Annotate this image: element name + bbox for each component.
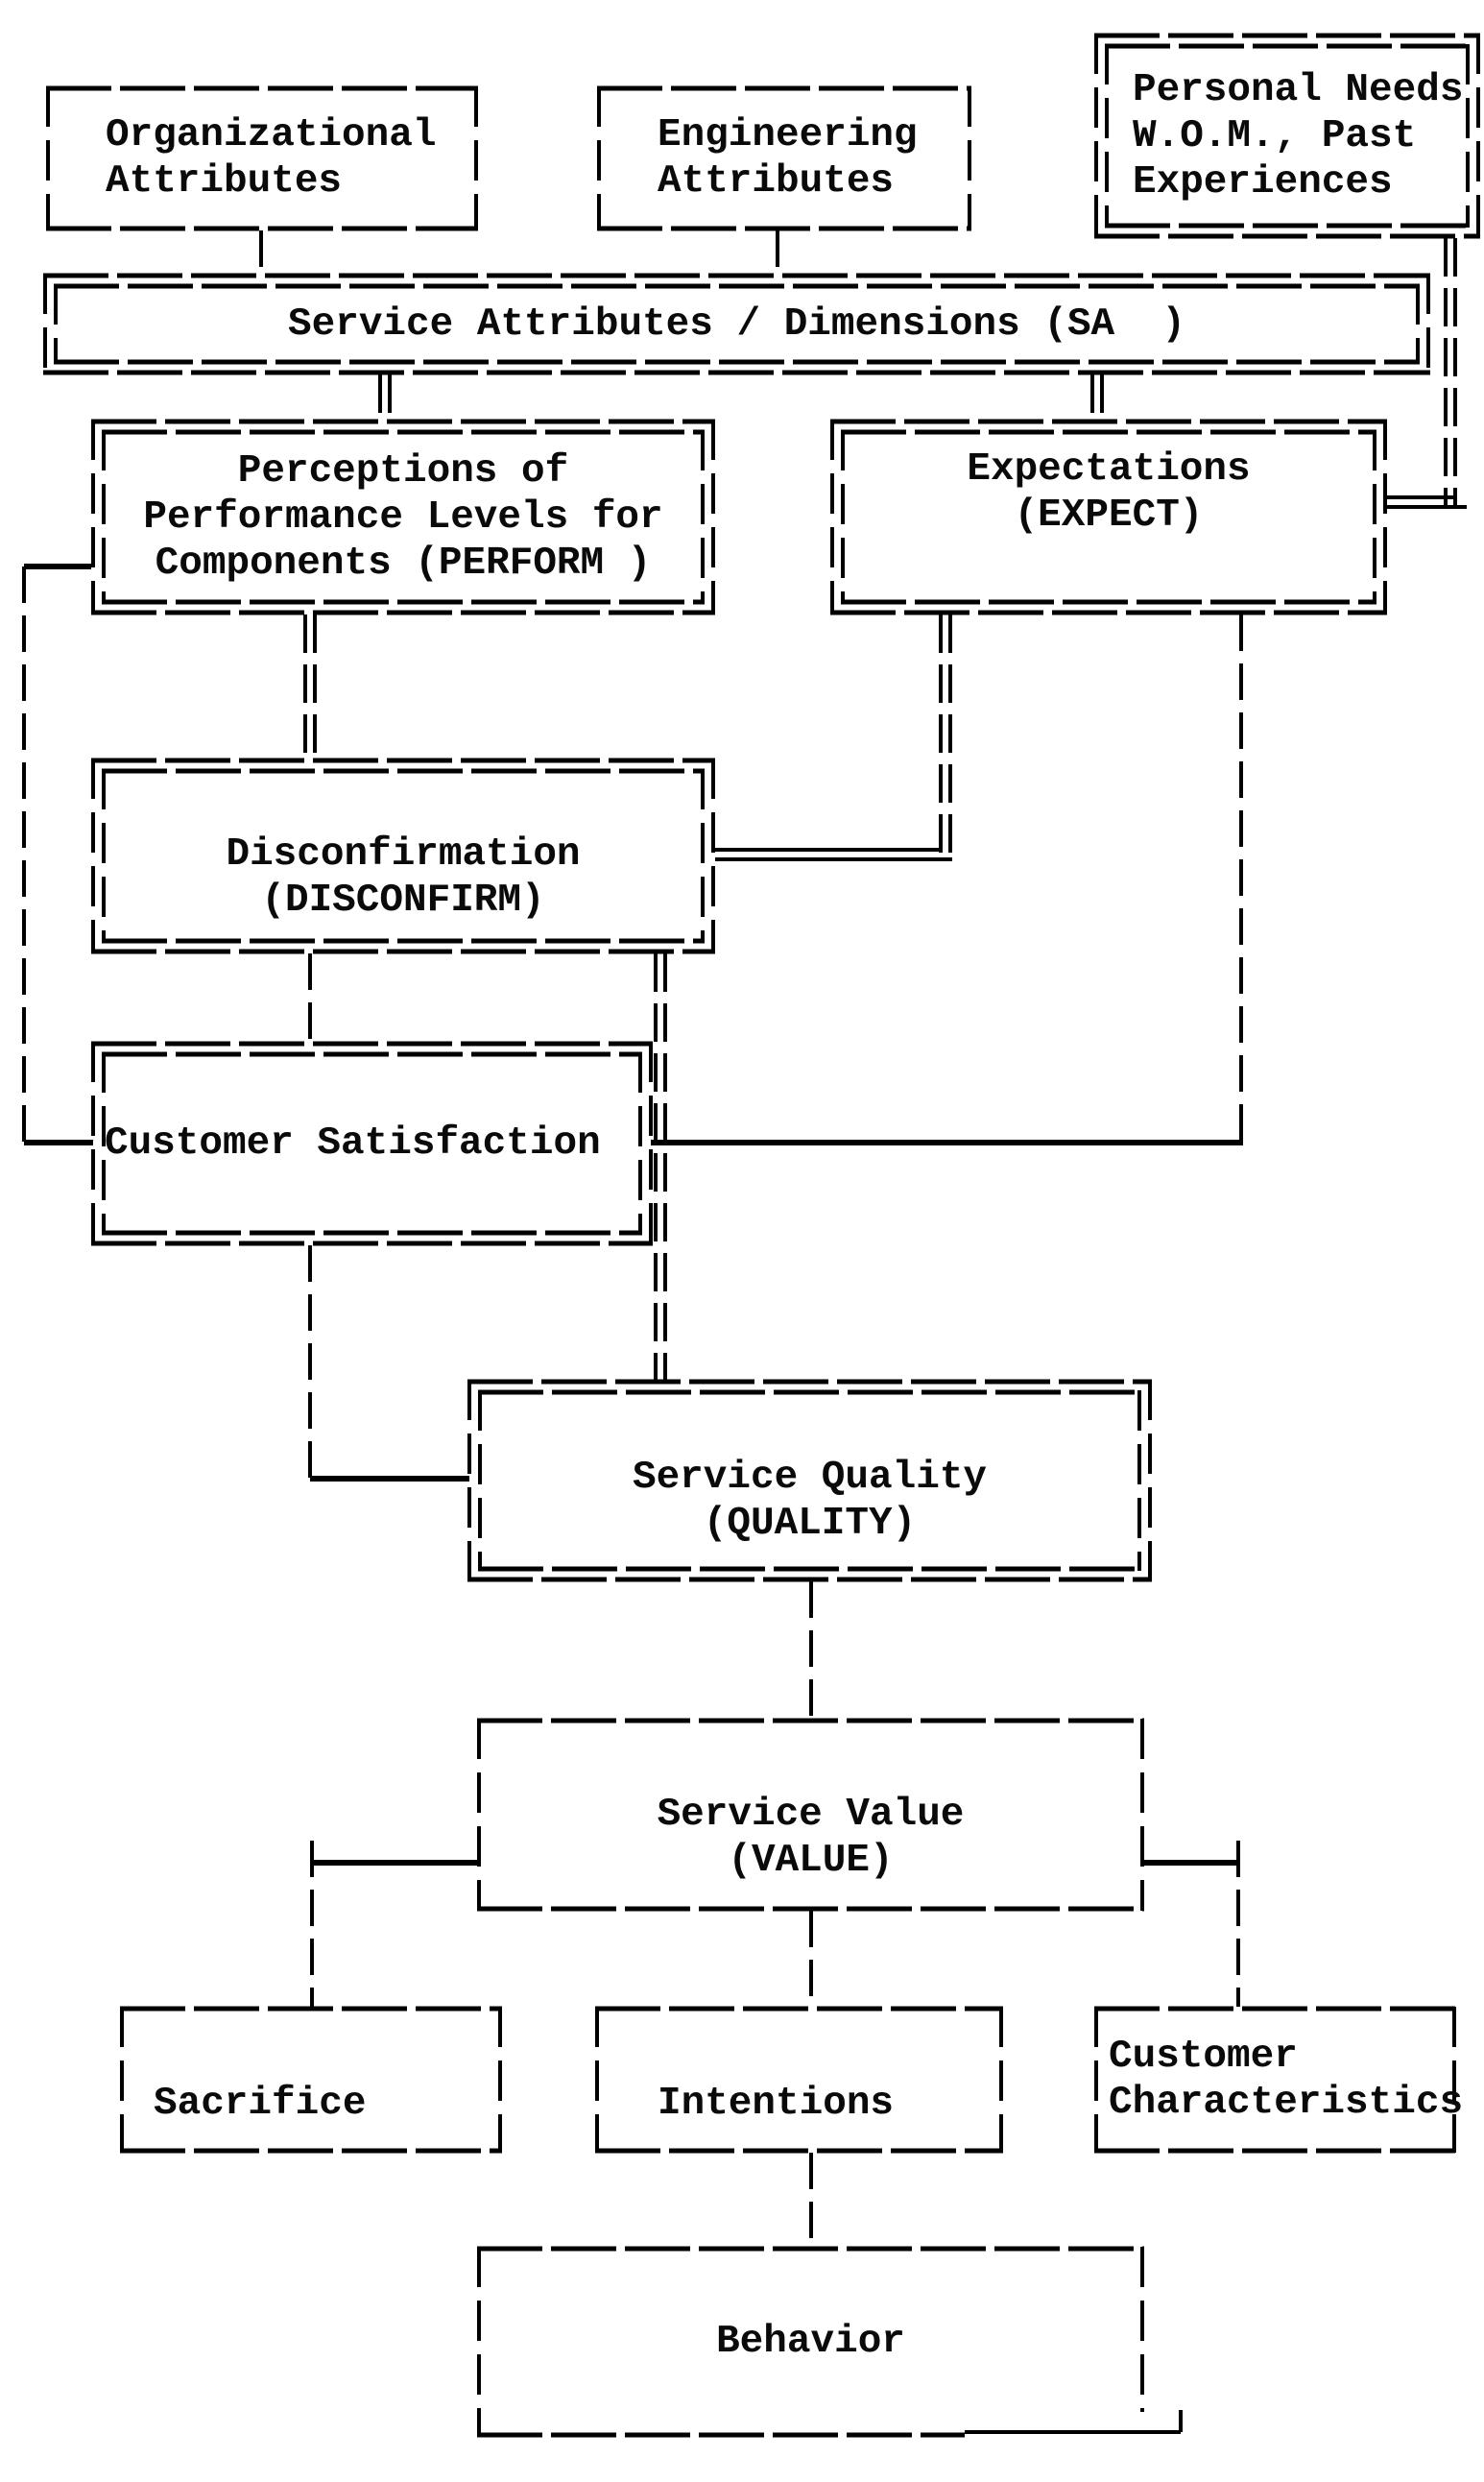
text-line: Service Value (657, 1793, 965, 1837)
text-line: Customer Satisfaction (105, 1121, 601, 1166)
text-line: Disconfirmation (226, 832, 581, 877)
label-engineering-attributes: Engineering Attributes (597, 86, 971, 230)
label-expectations-expect: Expectations (EXPECT) (830, 420, 1387, 614)
text-line: Behavior (716, 2320, 905, 2364)
text-line: Performance Levels for (143, 494, 663, 540)
text-line: Experiences (1133, 159, 1393, 205)
text-line: Attributes (658, 159, 895, 204)
label-service-quality: Service Quality (QUALITY) (467, 1380, 1152, 1581)
label-disconfirmation: Disconfirmation (DISCONFIRM) (91, 759, 715, 953)
text-line: Intentions (658, 2082, 895, 2126)
label-customer-satisfaction: Customer Satisfaction (91, 1042, 653, 1245)
label-sacrifice: Sacrifice (120, 2007, 502, 2153)
text-line: (QUALITY) (703, 1502, 917, 1546)
label-service-attributes: Service Attributes / Dimensions (SA ) (43, 274, 1430, 374)
text-line: Perceptions of (237, 448, 569, 494)
text-line: (VALUE) (728, 1839, 894, 1883)
text-line: Customer (1109, 2035, 1298, 2079)
text-line: Organizational (106, 113, 437, 157)
label-behavior: Behavior (477, 2247, 1144, 2437)
text-line: Service Attributes / Dimensions (SA ) (288, 301, 1185, 347)
text-line: (DISCONFIRM) (261, 879, 545, 923)
label-perceptions-perform: Perceptions of Performance Levels for Co… (91, 420, 715, 614)
label-service-value: Service Value (VALUE) (477, 1719, 1144, 1911)
text-line: Engineering (658, 113, 918, 157)
text-line: Attributes (106, 159, 343, 204)
text-line: W.O.M., Past (1133, 113, 1417, 158)
label-intentions: Intentions (595, 2007, 1003, 2153)
text-line: Expectations (967, 447, 1251, 492)
label-customer-characteristics: Customer Characteristics (1094, 2007, 1463, 2153)
text-line: Personal Needs (1133, 67, 1464, 112)
text-line: Components (PERFORM ) (155, 541, 652, 586)
text-line: (EXPECT) (1014, 494, 1204, 538)
label-personal-needs: Personal Needs W.O.M., Past Experiences (1094, 34, 1480, 238)
text-line: Characteristics (1109, 2081, 1464, 2125)
text-line: Service Quality (632, 1456, 988, 1500)
text-line: Sacrifice (154, 2082, 367, 2126)
label-organizational-attributes: Organizational Attributes (46, 86, 478, 230)
